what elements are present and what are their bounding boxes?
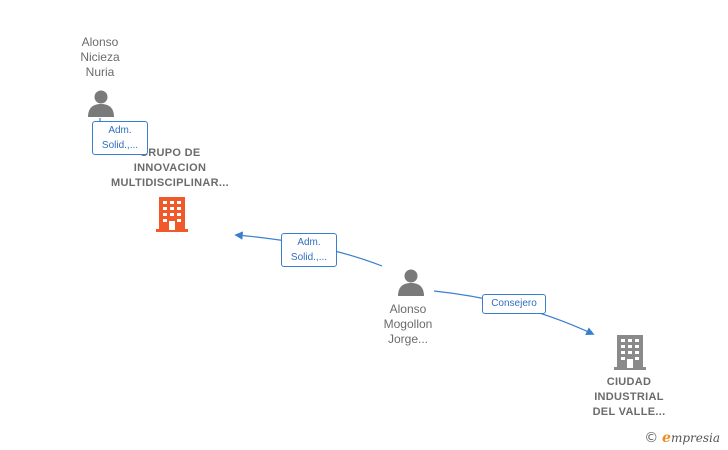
person-label-alonso-nicieza[interactable]: Alonso Nicieza Nuria	[80, 35, 120, 79]
person-label-alonso-mogollon[interactable]: Alonso Mogollon Jorge...	[383, 302, 433, 346]
empresia-logo: © empresia	[644, 430, 720, 446]
company-label-grupo-innovacion[interactable]: GRUPO DE INNOVACION MULTIDISCIPLINAR...	[111, 147, 229, 189]
company-building-icon[interactable]	[614, 334, 646, 370]
company-label-ciudad-industrial[interactable]: CIUDAD INDUSTRIAL DEL VALLE...	[592, 376, 666, 418]
person-icon[interactable]	[396, 267, 426, 297]
brand-initial: e	[662, 430, 671, 446]
company-building-icon[interactable]	[156, 196, 188, 232]
edge-badge-mogollon-to-ciudad[interactable]: Consejero	[482, 294, 546, 314]
edge-badge-nicieza-to-grupo[interactable]: Adm. Solid.,...	[92, 121, 148, 155]
edge-badge-mogollon-to-grupo[interactable]: Adm. Solid.,...	[281, 233, 337, 267]
brand-name: mpresia	[670, 431, 720, 445]
copyright-icon: ©	[644, 430, 659, 446]
person-icon[interactable]	[86, 88, 116, 118]
